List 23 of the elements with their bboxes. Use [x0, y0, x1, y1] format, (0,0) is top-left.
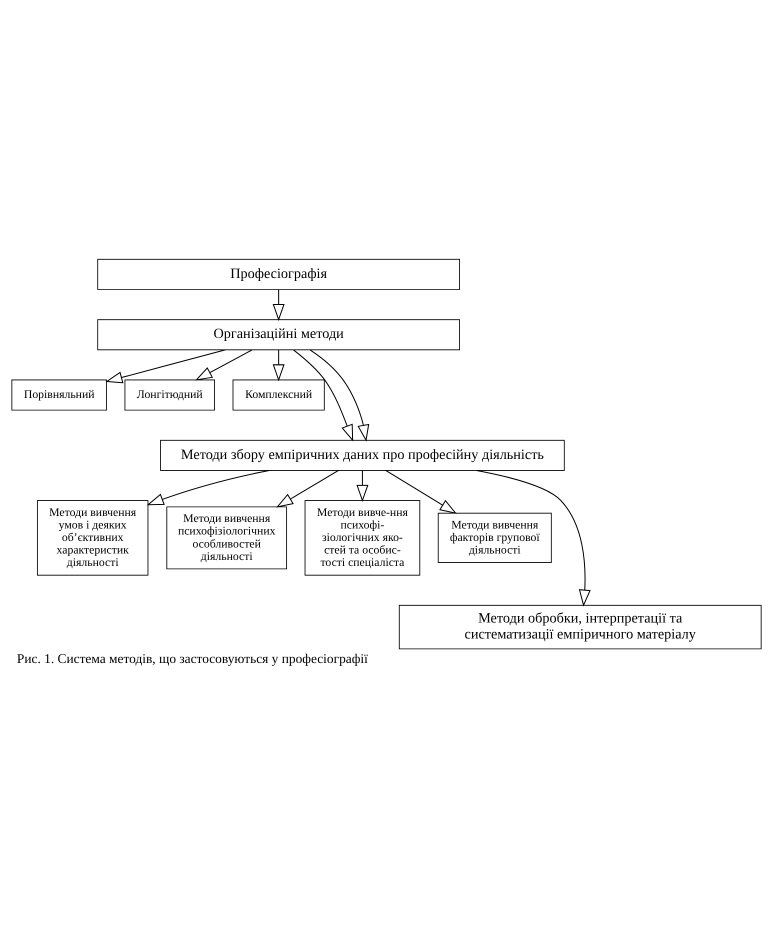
- node-box: Методи вивчення факторів групової діяльності: [438, 512, 552, 563]
- arrow: [105, 349, 226, 384]
- arrow: [195, 349, 252, 381]
- arrow: [272, 290, 285, 322]
- node-box: Професіографія: [97, 258, 460, 290]
- node-box: Методи обробки, інтерпретації та систематизації емпіричного матеріалу: [398, 604, 762, 650]
- arrow: [272, 350, 285, 382]
- arrow: [276, 470, 339, 508]
- arrow: [293, 350, 354, 442]
- arrow: [386, 470, 457, 514]
- node-box: Комплексний: [232, 380, 325, 411]
- caption: Рис. 1. Система методів, що застосовуються у професіографії: [16, 650, 368, 666]
- arrow: [356, 470, 368, 502]
- node-box: Лонгітюдний: [124, 380, 215, 411]
- node-box: Порівняльний: [11, 380, 107, 411]
- arrow: [146, 470, 270, 506]
- node-box: Методи вивчення умов і деяких об’єктивних характеристик діяльності: [36, 500, 148, 576]
- arrow: [310, 350, 370, 442]
- node-box: Організаційні методи: [97, 319, 460, 350]
- node-box: Методи вивчення психофізіологічних особливостей діяльності: [166, 506, 288, 570]
- arrow: [476, 470, 591, 607]
- node-box: Методи збору емпіричних даних про професійну діяльність: [160, 440, 565, 471]
- node-box: Методи вивче-ння психофі-зіологічних яко-стей та особис-тості спеціаліста: [304, 500, 420, 576]
